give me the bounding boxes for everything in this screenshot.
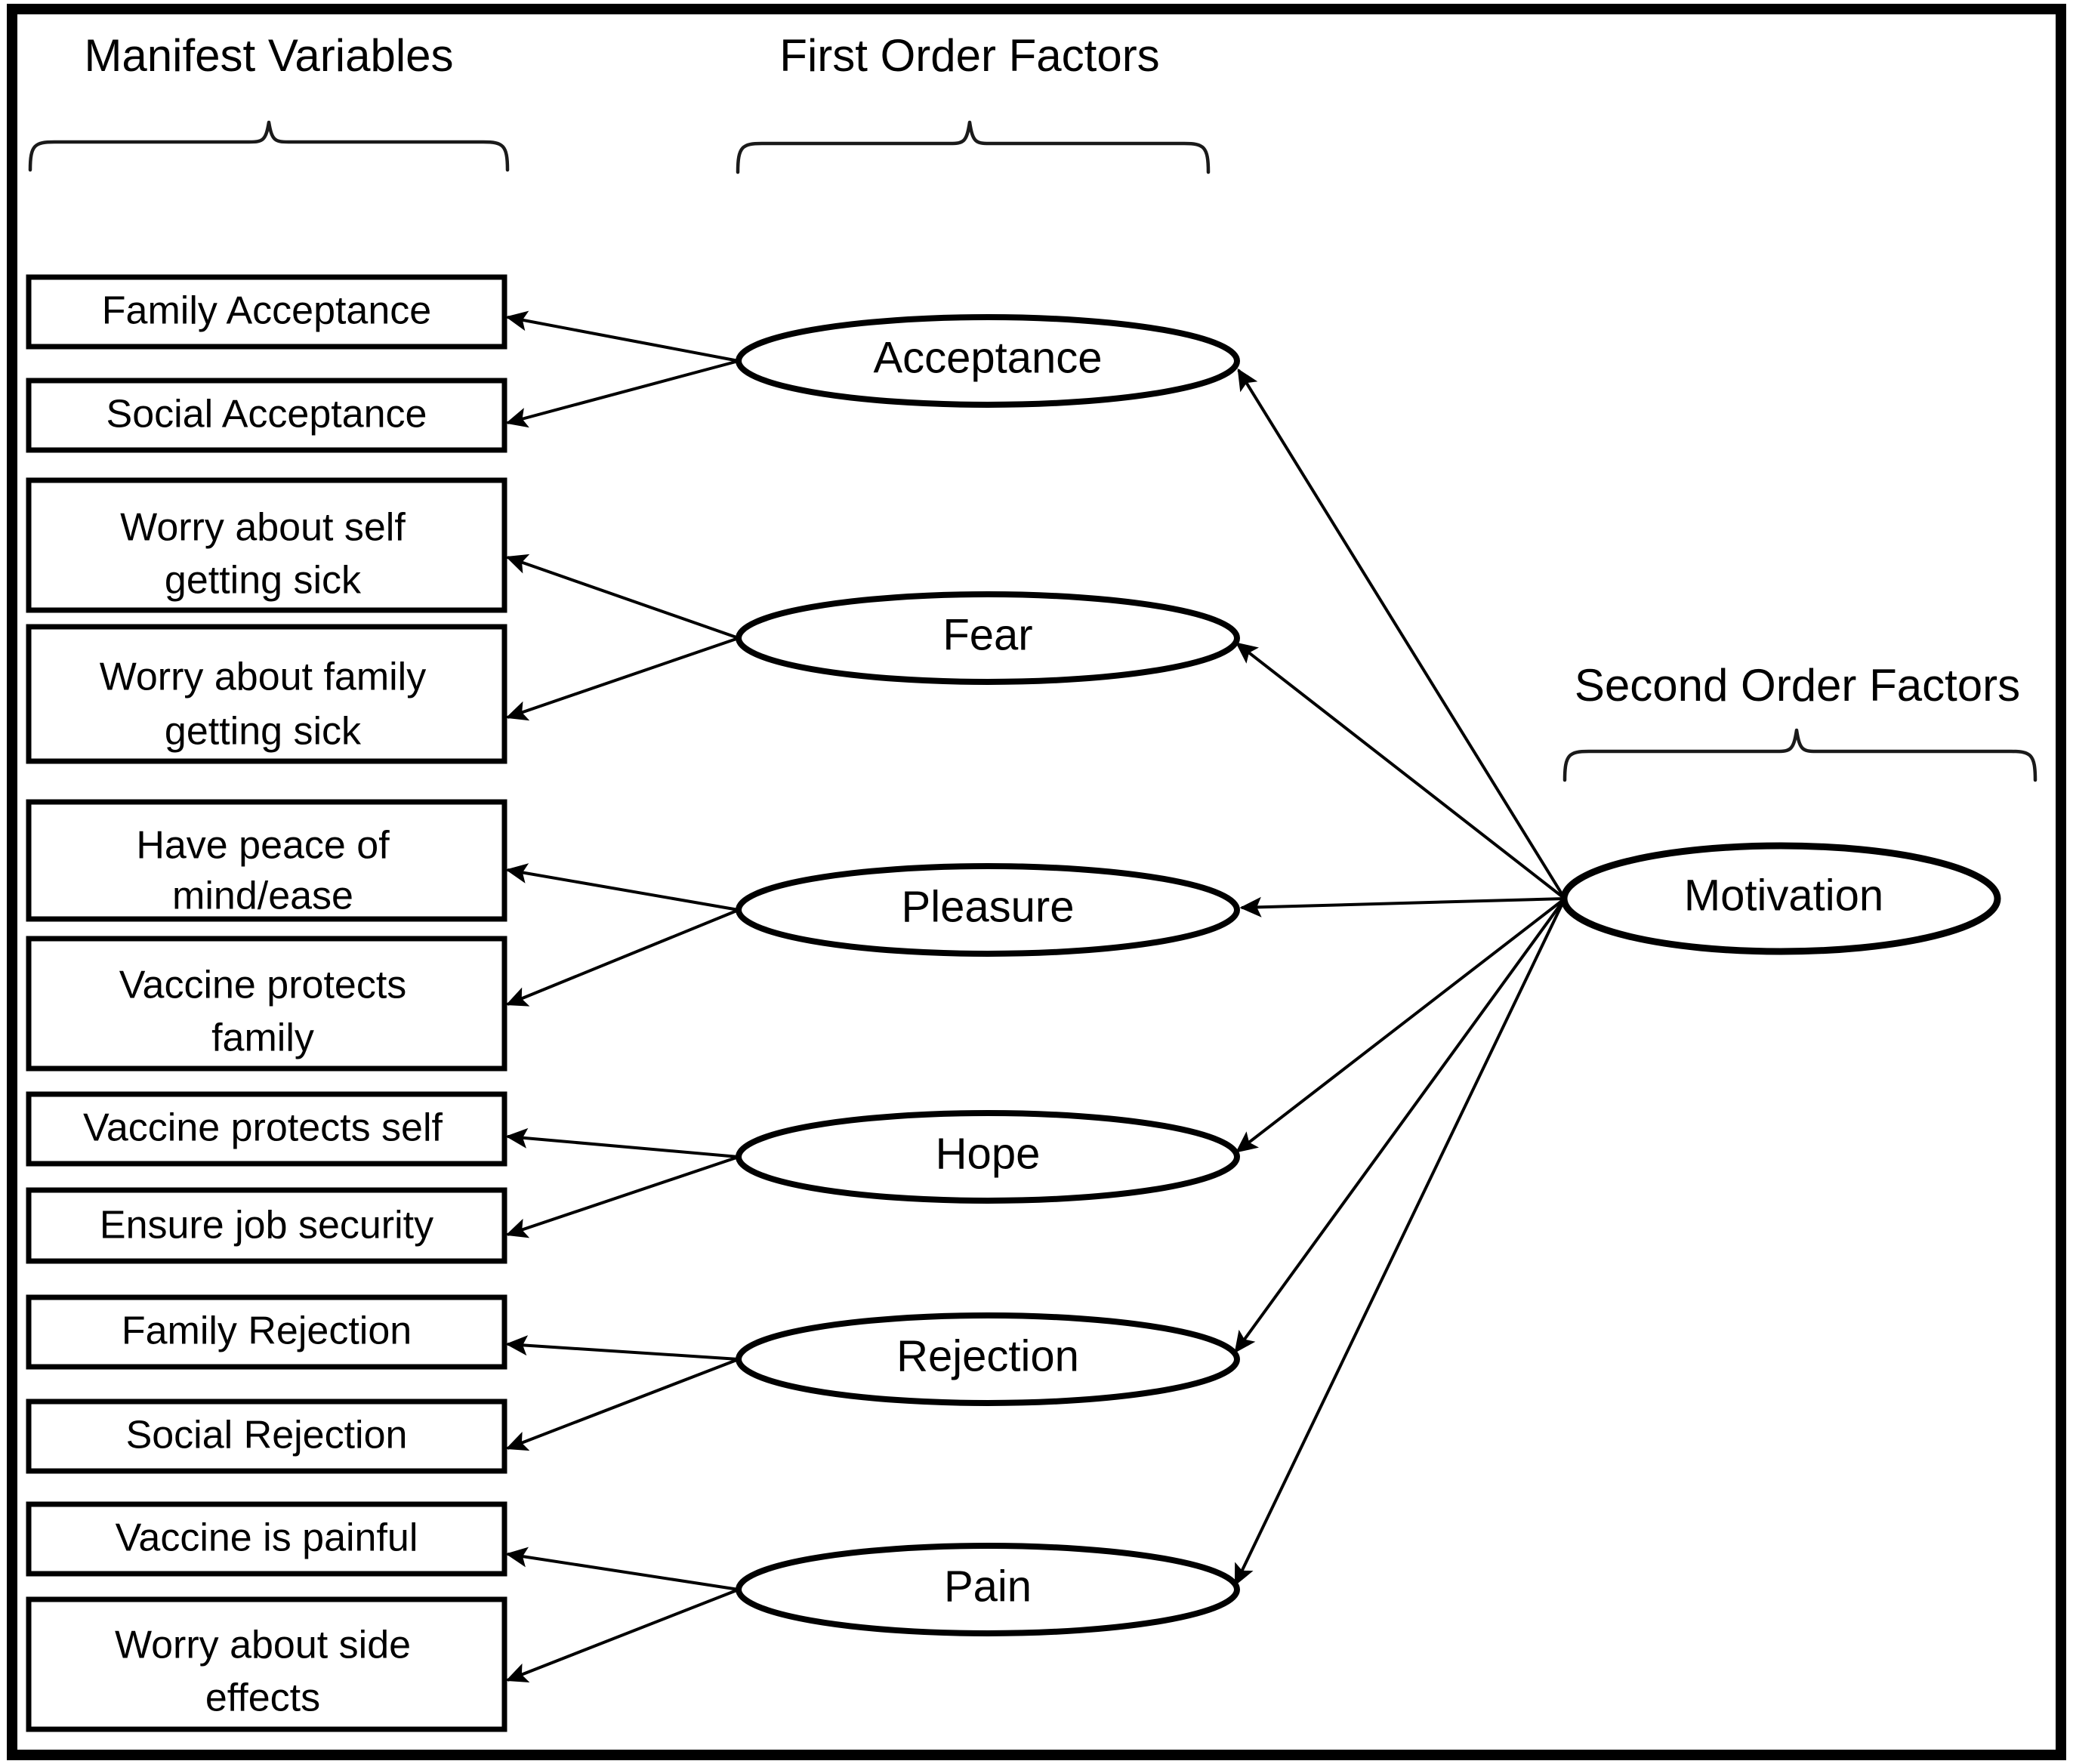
factor-ellipse-label: Pleasure: [902, 882, 1075, 931]
manifest-box-label: Family Acceptance: [102, 289, 431, 333]
factor-ellipse-label: Rejection: [896, 1331, 1079, 1380]
edge-pleasure-to-peace-of-mind: [505, 863, 739, 911]
manifest-box-vaccine-protects-self[interactable]: Vaccine protects self: [26, 1091, 507, 1167]
edge-pleasure-to-vaccine-protects-family: [505, 908, 739, 1007]
manifest-box-peace-of-mind[interactable]: Have peace of mind/ease: [26, 799, 507, 922]
edges-loadings: [505, 310, 739, 1682]
factor-ellipse-acceptance[interactable]: Acceptance: [736, 314, 1240, 408]
manifest-box-label: Vaccine is painful: [116, 1516, 418, 1560]
edge-motivation-to-pleasure: [1239, 896, 1566, 917]
manifest-box-family-acceptance[interactable]: Family Acceptance: [26, 274, 507, 350]
edge-rejection-to-social-rejection: [505, 1358, 739, 1451]
factor-ellipse-hope[interactable]: Hope: [736, 1110, 1240, 1204]
edge-fear-to-worry-family-sick: [505, 637, 739, 721]
manifest-box-label-line1: Worry about self: [120, 506, 406, 550]
edge-motivation-to-fear: [1235, 642, 1566, 900]
manifest-box-label: Social Acceptance: [106, 393, 427, 436]
edge-fear-to-worry-self-sick: [505, 554, 739, 640]
manifest-box-ensure-job-security[interactable]: Ensure job security: [26, 1187, 507, 1264]
manifest-box-label: Social Rejection: [126, 1414, 408, 1457]
group-label-first-order-factors: First Order Factors: [779, 30, 1159, 81]
manifest-box-label-line1: Have peace of: [136, 824, 390, 868]
manifest-box-label-line1: Vaccine protects: [119, 964, 407, 1007]
figure-border: [7, 4, 2066, 1760]
edge-hope-to-vaccine-protects-self: [505, 1127, 739, 1158]
manifest-box-worry-self-sick[interactable]: Worry about self getting sick: [26, 477, 507, 613]
brace-first-order-factors: [736, 120, 1211, 174]
brace-second-order-factors: [1562, 728, 2038, 782]
factor-ellipse-label: Pain: [944, 1562, 1032, 1611]
edge-motivation-to-acceptance: [1237, 368, 1566, 900]
edge-pain-to-vaccine-is-painful: [505, 1547, 739, 1591]
edge-acceptance-to-social-acceptance: [505, 359, 739, 428]
edge-pain-to-worry-side-effects: [505, 1588, 739, 1682]
factor-ellipse-motivation[interactable]: Motivation: [1560, 842, 2001, 955]
factor-ellipse-label: Hope: [936, 1129, 1041, 1178]
edge-motivation-to-rejection: [1234, 897, 1566, 1354]
manifest-box-social-rejection[interactable]: Social Rejection: [26, 1399, 507, 1474]
factor-ellipse-label: Fear: [942, 610, 1032, 659]
manifest-box-family-rejection[interactable]: Family Rejection: [26, 1294, 507, 1370]
brace-manifest-variables: [28, 120, 510, 172]
factor-ellipse-rejection[interactable]: Rejection: [736, 1312, 1240, 1406]
manifest-box-label-line2: family: [211, 1016, 314, 1060]
group-label-manifest-variables: Manifest Variables: [84, 30, 453, 81]
edge-acceptance-to-family-acceptance: [505, 310, 739, 362]
manifest-box-label-line2: effects: [205, 1676, 320, 1720]
group-label-second-order-factors: Second Order Factors: [1575, 660, 2020, 711]
manifest-box-label: Ensure job security: [100, 1204, 433, 1247]
manifest-box-label-line2: getting sick: [165, 559, 362, 603]
first-order-factor-ellipses: Acceptance Fear Pleasure Hope Rejection: [736, 314, 1240, 1636]
manifest-box-label-line1: Worry about family: [100, 655, 427, 699]
manifest-box-worry-family-sick[interactable]: Worry about family getting sick: [26, 624, 507, 764]
manifest-box-vaccine-is-painful[interactable]: Vaccine is painful: [26, 1501, 507, 1577]
factor-ellipse-pleasure[interactable]: Pleasure: [736, 863, 1240, 957]
factor-ellipse-fear[interactable]: Fear: [736, 591, 1240, 685]
manifest-box-label-line2: getting sick: [165, 710, 362, 754]
manifest-box-social-acceptance[interactable]: Social Acceptance: [26, 378, 507, 453]
edge-rejection-to-family-rejection: [505, 1335, 739, 1361]
edge-motivation-to-hope: [1235, 897, 1566, 1153]
manifest-box-label: Family Rejection: [122, 1309, 412, 1353]
manifest-box-label-line1: Worry about side: [115, 1624, 411, 1667]
edge-motivation-to-pain: [1234, 898, 1566, 1587]
edges-second-order-paths: [1234, 368, 1566, 1587]
manifest-box-label-line2: mind/ease: [172, 874, 353, 918]
manifest-box-label: Vaccine protects self: [83, 1106, 443, 1150]
edge-hope-to-ensure-job-security: [505, 1155, 739, 1238]
factor-ellipse-label: Motivation: [1684, 871, 1883, 920]
manifest-box-worry-side-effects[interactable]: Worry about side effects: [26, 1596, 507, 1732]
manifest-variable-boxes: Family Acceptance Social Acceptance Worr…: [26, 274, 507, 1732]
factor-ellipse-pain[interactable]: Pain: [736, 1543, 1240, 1636]
manifest-box-vaccine-protects-family[interactable]: Vaccine protects family: [26, 936, 507, 1072]
factor-ellipse-label: Acceptance: [873, 333, 1102, 382]
